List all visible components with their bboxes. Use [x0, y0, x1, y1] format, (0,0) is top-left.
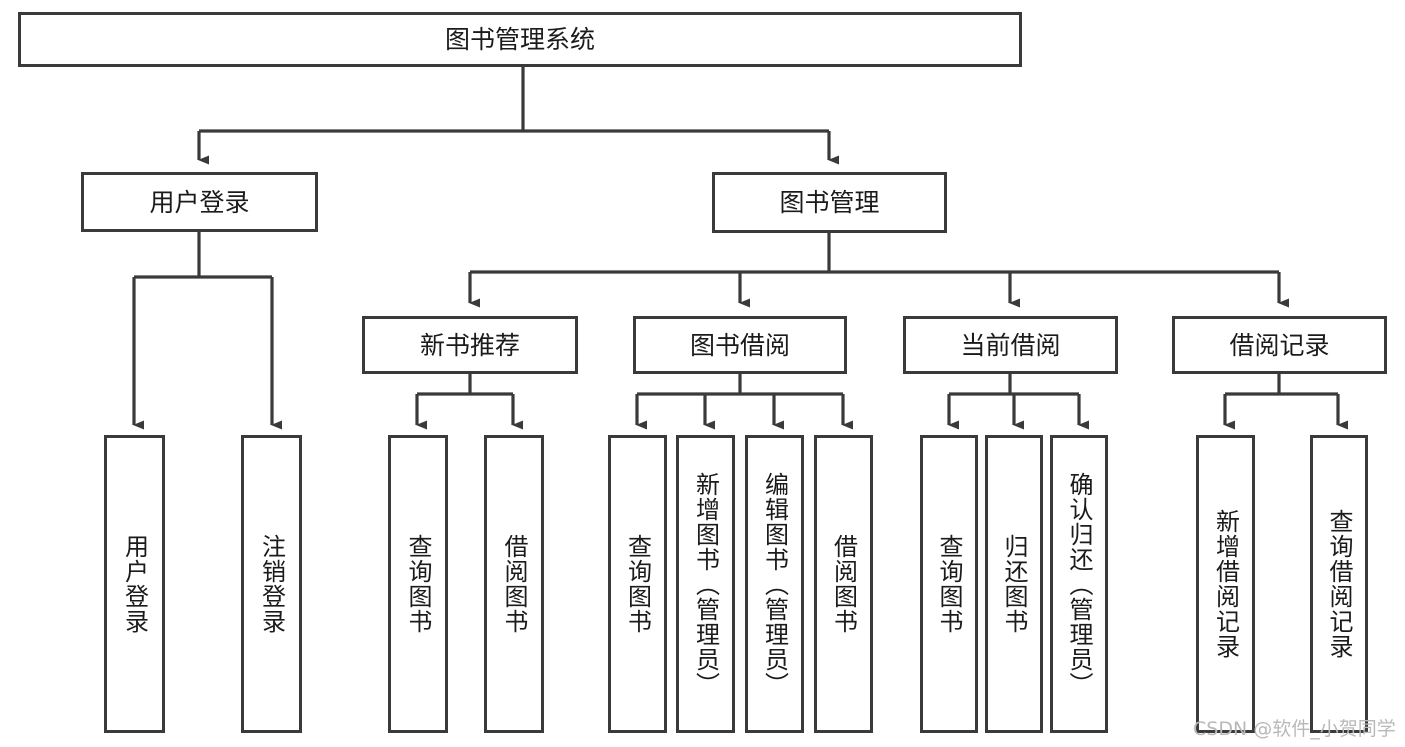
node-label: 用户登录	[149, 187, 250, 217]
leaf-current-borrow-return[interactable]: 归还图书	[985, 435, 1043, 733]
node-label: 查询图书	[404, 534, 432, 634]
node-current-borrow[interactable]: 当前借阅	[903, 316, 1118, 374]
node-label: 当前借阅	[960, 330, 1061, 360]
node-label: 借阅图书	[829, 534, 858, 634]
node-label: 查询借阅记录	[1325, 509, 1353, 659]
node-label: 图书管理	[779, 188, 880, 217]
leaf-borrow-record-add[interactable]: 新增借阅记录	[1196, 435, 1255, 733]
leaf-book-borrow-add[interactable]: 新增图书（管理员）	[676, 435, 735, 733]
node-label: 借阅记录	[1229, 330, 1330, 360]
leaf-book-borrow-edit[interactable]: 编辑图书（管理员）	[745, 435, 804, 733]
node-label: 用户登录	[120, 534, 149, 634]
node-label: 查询图书	[623, 534, 652, 634]
node-root-system[interactable]: 图书管理系统	[18, 12, 1022, 67]
node-label: 新书推荐	[419, 330, 520, 360]
leaf-borrow-record-query[interactable]: 查询借阅记录	[1310, 435, 1368, 733]
leaf-current-borrow-confirm-return[interactable]: 确认归还（管理员）	[1050, 435, 1108, 733]
node-label: 新增图书（管理员）	[691, 471, 720, 697]
node-new-book-recommend[interactable]: 新书推荐	[362, 316, 578, 374]
node-label: 图书管理系统	[444, 25, 595, 54]
node-label: 借阅图书	[500, 534, 528, 634]
leaf-new-book-borrow[interactable]: 借阅图书	[484, 435, 544, 733]
node-label: 编辑图书（管理员）	[760, 471, 789, 697]
leaf-book-borrow-borrow[interactable]: 借阅图书	[814, 435, 873, 733]
leaf-user-login-login[interactable]: 用户登录	[104, 435, 165, 733]
leaf-current-borrow-query[interactable]: 查询图书	[920, 435, 978, 733]
node-borrow-record[interactable]: 借阅记录	[1172, 316, 1387, 374]
node-book-borrow[interactable]: 图书借阅	[633, 316, 847, 374]
node-label: 查询图书	[935, 534, 963, 634]
leaf-new-book-query[interactable]: 查询图书	[388, 435, 448, 733]
node-book-management[interactable]: 图书管理	[712, 172, 947, 233]
node-label: 注销登录	[257, 534, 286, 634]
node-label: 归还图书	[1000, 534, 1028, 634]
node-user-login[interactable]: 用户登录	[81, 172, 318, 232]
leaf-book-borrow-query[interactable]: 查询图书	[608, 435, 667, 733]
node-label: 新增借阅记录	[1211, 509, 1240, 659]
node-label: 确认归还（管理员）	[1065, 471, 1093, 697]
leaf-user-login-logout[interactable]: 注销登录	[241, 435, 302, 733]
node-label: 图书借阅	[689, 330, 790, 360]
csdn-watermark: CSDN @软件_小贺同学	[1193, 718, 1396, 740]
